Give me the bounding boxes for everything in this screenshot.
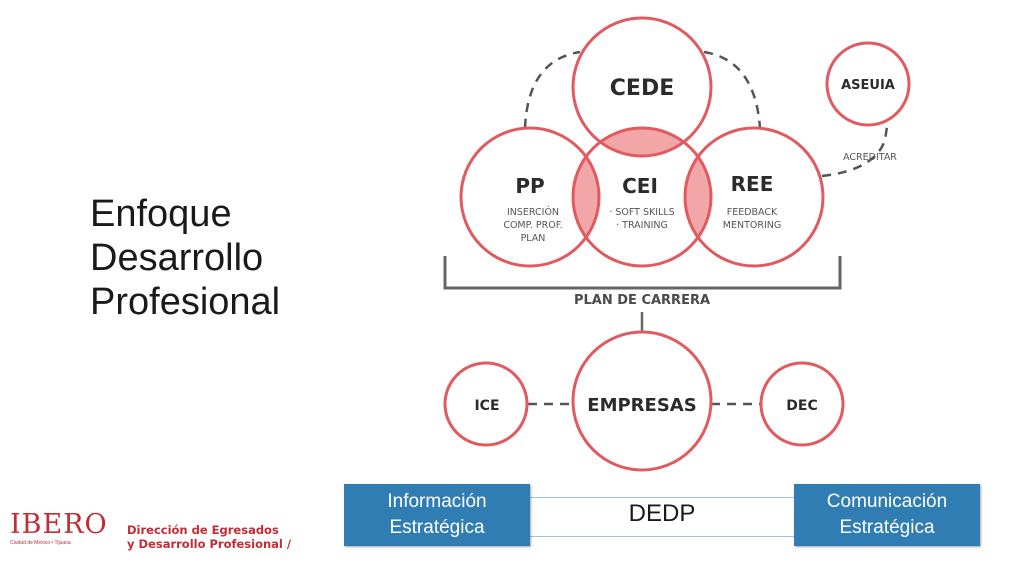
label-plan-de-carrera: PLAN DE CARRERA (574, 293, 710, 308)
com-box-line-1: Comunicación (826, 491, 948, 512)
dedp-label: DEDP (628, 500, 696, 527)
department-line-1: Dirección de Egresados (127, 523, 279, 537)
plan-bracket (443, 256, 842, 290)
info-box-line-1: Información (387, 491, 487, 512)
logo-text: IBERO (10, 509, 108, 540)
circle-ree (683, 126, 825, 268)
info-estrategica-box: Información Estratégica (344, 484, 530, 546)
label-acreditar: ACREDITAR (843, 152, 897, 163)
circle-ice (443, 361, 529, 447)
dashed-arc-left (523, 50, 581, 129)
label-pp: PP (515, 174, 544, 198)
label-dec: DEC (786, 398, 817, 414)
label-empresas: EMPRESAS (587, 395, 696, 416)
circle-pp (459, 126, 601, 268)
ree-line-2: MENTORING (723, 220, 781, 231)
info-box-line-2: Estratégica (389, 517, 485, 538)
circle-dec (759, 361, 845, 447)
circle-aseuia (825, 41, 911, 127)
cei-line-2: · TRAINING (616, 220, 668, 231)
dashed-aseuia-connector (821, 119, 890, 178)
title-line-2: Desarrollo (90, 237, 264, 279)
pp-line-2: COMP. PROF. (503, 220, 562, 231)
circle-cede (571, 16, 713, 158)
dedp-band (530, 497, 794, 537)
circle-cei (571, 126, 713, 268)
cei-line-1: · SOFT SKILLS (609, 207, 674, 218)
pp-line-3: PLAN (521, 233, 546, 244)
ibero-logo: IBERO Ciudad de México • Tijuana (10, 510, 110, 547)
logo-subtitle: Ciudad de México • Tijuana (10, 540, 71, 546)
department-name: Dirección de Egresados y Desarrollo Prof… (127, 523, 291, 551)
label-ice: ICE (474, 398, 499, 414)
title-line-1: Enfoque (90, 193, 232, 235)
label-cede: CEDE (610, 76, 674, 101)
comunicacion-estrategica-box: Comunicación Estratégica (794, 484, 980, 546)
title-line-3: Profesional (90, 281, 281, 323)
department-line-2: y Desarrollo Profesional / (127, 537, 292, 551)
slide-title: Enfoque Desarrollo Profesional (90, 192, 350, 324)
label-ree: REE (731, 172, 774, 196)
label-aseuia: ASEUIA (841, 78, 895, 93)
circle-empresas (571, 330, 713, 472)
label-cei: CEI (622, 174, 658, 198)
pp-line-1: INSERCIÓN (507, 206, 559, 218)
com-box-line-2: Estratégica (839, 517, 935, 538)
ree-line-1: FEEDBACK (727, 207, 778, 218)
